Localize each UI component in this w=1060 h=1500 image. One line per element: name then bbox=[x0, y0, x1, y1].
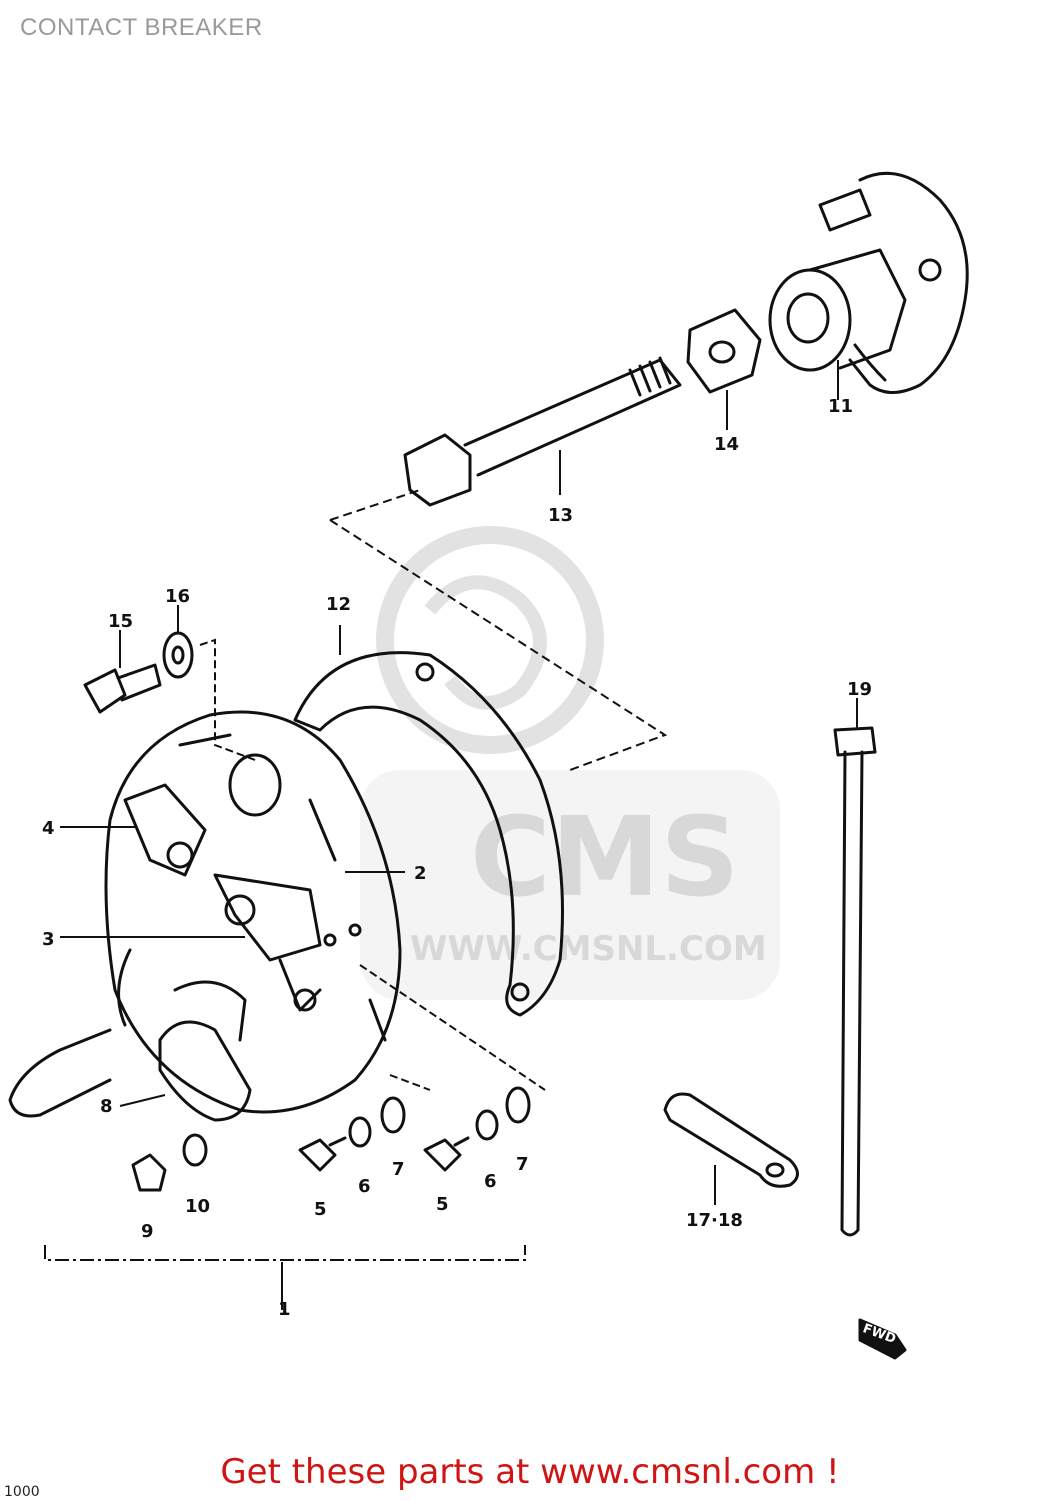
part-11-advancer bbox=[768, 171, 969, 394]
part-3-4-contact-set bbox=[123, 783, 322, 1012]
callout-6a: 6 bbox=[358, 1176, 371, 1197]
callout-15: 15 bbox=[108, 611, 133, 632]
part-17-18-clamp bbox=[663, 1092, 799, 1188]
callout-17-18: 17·18 bbox=[686, 1210, 743, 1231]
callout-8: 8 bbox=[100, 1096, 113, 1117]
part-10-washer bbox=[182, 1133, 208, 1167]
callout-7b: 7 bbox=[516, 1154, 529, 1175]
callout-11: 11 bbox=[828, 396, 853, 417]
fwd-arrow-icon bbox=[858, 1318, 907, 1360]
leader-lines bbox=[44, 360, 858, 1310]
watermark-brand: CMS bbox=[470, 793, 739, 921]
callout-2: 2 bbox=[414, 863, 427, 884]
callout-16: 16 bbox=[165, 586, 190, 607]
part-14-nut bbox=[686, 308, 762, 394]
page-title: CONTACT BREAKER bbox=[20, 14, 263, 41]
part-15-screw bbox=[83, 663, 162, 714]
cta-link[interactable]: Get these parts at www.cmsnl.com ! bbox=[220, 1452, 840, 1492]
callout-12: 12 bbox=[326, 594, 351, 615]
part-16-washer bbox=[162, 631, 194, 679]
cms-watermark: CMS WWW.CMSNL.COM bbox=[360, 526, 780, 1000]
part-9-screw bbox=[131, 1153, 167, 1192]
part-6-washer-a bbox=[348, 1116, 372, 1148]
callout-9: 9 bbox=[141, 1221, 154, 1242]
part-8-condenser bbox=[8, 948, 252, 1122]
page-code: 1000 bbox=[4, 1484, 40, 1500]
part-5-screw-b bbox=[423, 1136, 470, 1172]
callout-4: 4 bbox=[42, 818, 55, 839]
callout-10: 10 bbox=[185, 1196, 210, 1217]
callout-5b: 5 bbox=[436, 1194, 449, 1215]
watermark-url: WWW.CMSNL.COM bbox=[410, 929, 767, 969]
part-5-screw-a bbox=[298, 1136, 347, 1172]
callout-6b: 6 bbox=[484, 1171, 497, 1192]
callouts: 1 2 3 4 5 5 6 6 7 7 8 9 10 11 12 13 14 1… bbox=[42, 396, 898, 1347]
callout-19: 19 bbox=[847, 679, 872, 700]
part-12-arc-plate bbox=[293, 651, 564, 1017]
callout-13: 13 bbox=[548, 505, 573, 526]
callout-7a: 7 bbox=[392, 1159, 405, 1180]
part-7-washer-b bbox=[505, 1086, 531, 1124]
callout-1: 1 bbox=[278, 1299, 291, 1320]
part-13-bolt bbox=[403, 356, 682, 507]
callout-3: 3 bbox=[42, 929, 55, 950]
callout-14: 14 bbox=[714, 434, 739, 455]
part-7-washer-a bbox=[380, 1096, 406, 1134]
callout-5a: 5 bbox=[314, 1199, 327, 1220]
part-6-washer-b bbox=[475, 1109, 499, 1141]
part-19-cable-tie bbox=[833, 726, 877, 1237]
